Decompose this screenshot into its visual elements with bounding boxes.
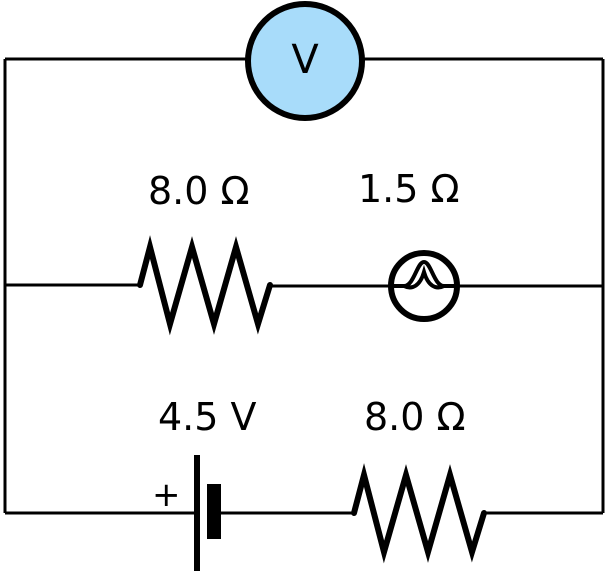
battery xyxy=(194,455,221,571)
upper-resistor xyxy=(137,235,273,336)
battery-positive-symbol: + xyxy=(152,475,181,515)
lower-resistor xyxy=(351,463,487,564)
battery-label: 4.5 V xyxy=(158,395,257,439)
lower-resistor-label: 8.0 Ω xyxy=(364,395,466,439)
bulb-label: 1.5 Ω xyxy=(358,167,460,211)
upper-resistor-label: 8.0 Ω xyxy=(148,169,250,213)
voltmeter xyxy=(245,1,365,121)
voltmeter-symbol: V xyxy=(291,37,319,83)
bulb xyxy=(388,250,460,322)
